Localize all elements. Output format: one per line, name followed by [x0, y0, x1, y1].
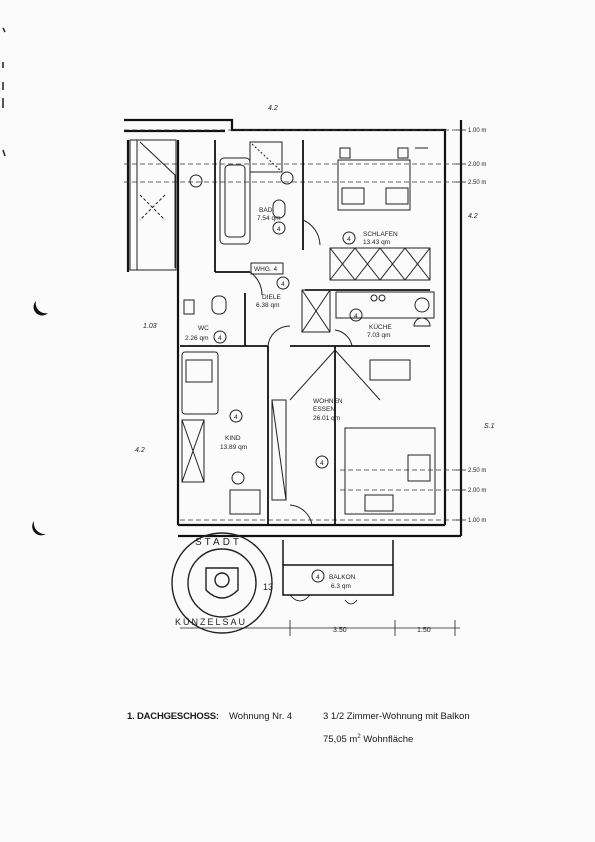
stamp-number: 13: [263, 582, 273, 592]
area-value: 75,05 m: [323, 734, 358, 746]
marker-balkon: 4: [316, 574, 320, 581]
margin-marks: [2, 27, 6, 157]
city-stamp: [171, 532, 273, 634]
area-unit-sup: 2: [357, 734, 361, 740]
marker-diele: 4: [281, 281, 285, 288]
room-name-balkon: BALKON: [329, 574, 356, 581]
bottom-dimension: [180, 620, 460, 636]
room-name-diele: DIELE: [262, 294, 281, 301]
living-furniture: [271, 349, 436, 515]
room-area-schlafen: 13.43 qm: [363, 239, 390, 246]
wc-fixtures: [183, 295, 227, 315]
bottom-dim: 3.50: [333, 627, 347, 634]
room-name-essen: ESSEN: [313, 406, 335, 413]
marker-schlafen: 4: [347, 236, 351, 243]
apartment-type: 3 1/2 Zimmer-Wohnung mit Balkon: [323, 711, 470, 722]
unit-tag: WHG. 4: [254, 266, 277, 273]
kids-furniture: [181, 351, 261, 515]
hall-wardrobe: [301, 289, 331, 333]
height-label: 2.00 m: [468, 488, 486, 494]
marker-kueche: 4: [354, 313, 358, 320]
stamp-text: STADT KÜNZELSAU 13: [175, 537, 273, 627]
room-name-schlafen: SCHLAFEN: [363, 231, 398, 238]
side-note: 4.2: [468, 213, 478, 220]
marker-wohnen: 4: [320, 460, 324, 467]
area-label: Wohnfläche: [360, 734, 414, 746]
side-note: 1.03: [143, 323, 157, 330]
unit-number: Wohnung Nr. 4: [229, 711, 293, 722]
height-label: 1.00 m: [468, 128, 486, 134]
side-note: 4.2: [135, 447, 145, 454]
stamp-bottom-text: KÜNZELSAU: [175, 617, 247, 627]
marker-bad: 4: [277, 226, 281, 233]
room-area-balkon: 6.3 qm: [331, 583, 351, 590]
top-dimension: 4.2: [268, 105, 278, 112]
room-area-kueche: 7.03 qm: [367, 332, 391, 339]
room-area-kind: 13.89 qm: [220, 444, 247, 451]
bedroom-furniture: [329, 147, 431, 281]
height-labels: 1.00 m 2.00 m 2.50 m 2.50 m 2.00 m 1.00 …: [468, 128, 486, 524]
height-label: 1.00 m: [468, 518, 486, 524]
stairwell: [129, 139, 203, 271]
height-label: 2.50 m: [468, 180, 486, 186]
room-area-bad: 7.54 qm: [257, 215, 281, 222]
outer-walls: [124, 118, 463, 538]
living-area: 75,05 m2 Wohnfläche: [323, 734, 413, 745]
annotations: 4.2 1.03 4.2 4.2 S.1 3.50 1.50: [135, 105, 495, 634]
floor-title: 1. DACHGESCHOSS:: [127, 711, 219, 722]
stamp-top-text: STADT: [195, 537, 242, 548]
balcony: [282, 540, 394, 605]
room-name-wohnen: WOHNEN: [313, 398, 343, 405]
bottom-dim: 1.50: [417, 627, 431, 634]
room-name-kueche: KÜCHE: [369, 323, 392, 331]
punch-holes: [32, 301, 48, 536]
marker-wc: 4: [218, 335, 222, 342]
room-markers: [213, 221, 363, 583]
height-label: 2.50 m: [468, 468, 486, 474]
room-name-bad: BAD: [259, 207, 273, 214]
room-area-wohnen: 26.01 qm: [313, 415, 340, 422]
room-labels: BAD 7.54 qm SCHLAFEN 13.43 qm DIELE 6.38…: [185, 207, 398, 590]
right-ticks: [456, 129, 466, 521]
bathroom-fixtures: [219, 141, 294, 245]
room-area-diele: 6.38 qm: [256, 302, 280, 309]
room-area-wc: 2.26 qm: [185, 335, 209, 342]
interior-walls: [180, 140, 430, 525]
room-name-wc: WC: [198, 325, 209, 332]
height-label: 2.00 m: [468, 162, 486, 168]
side-note: S.1: [484, 423, 495, 430]
doors: [249, 219, 353, 526]
marker-kind: 4: [234, 414, 238, 421]
kitchen-fixtures: [335, 291, 435, 327]
room-name-kind: KIND: [225, 435, 241, 442]
